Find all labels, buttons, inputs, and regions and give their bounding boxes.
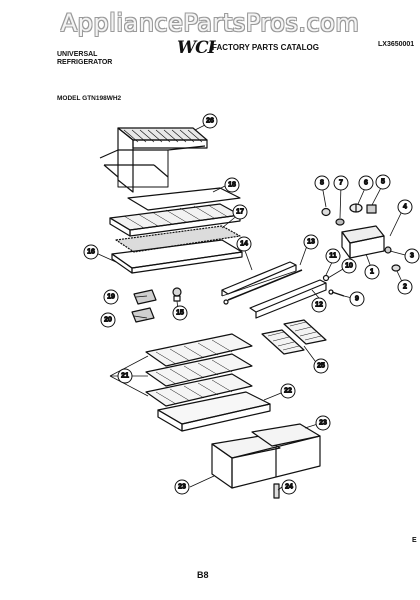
svg-text:5: 5 [381, 179, 385, 186]
part-6-dial [349, 203, 363, 213]
part-2-cap [391, 264, 401, 272]
part-19-clip [133, 289, 157, 305]
callout-25: 25 [313, 358, 329, 374]
corner-mark: E [412, 537, 417, 544]
part-25-ice-tray-lower [261, 329, 305, 355]
svg-text:23: 23 [319, 420, 327, 427]
svg-text:23: 23 [178, 484, 186, 491]
callout-5: 5 [375, 174, 391, 190]
svg-text:24: 24 [285, 484, 293, 491]
part-26-wire-shelf [99, 127, 208, 193]
svg-text:9: 9 [355, 296, 359, 303]
catalog-code: LX3650001 [378, 41, 415, 48]
callout-2: 2 [397, 279, 413, 295]
svg-text:2: 2 [403, 284, 407, 291]
callout-23-right: 23 [315, 415, 331, 431]
brand-line-2: REFRIGERATOR [57, 59, 113, 66]
part-17-crisper-cover-glass [115, 225, 241, 253]
part-1-control-housing [341, 225, 385, 259]
part-14-support-bracket [221, 261, 297, 297]
callout-8: 8 [314, 175, 330, 191]
svg-text:26: 26 [206, 118, 214, 125]
part-5-knob [366, 204, 377, 214]
callout-6: 6 [358, 175, 374, 191]
part-11-screw [322, 274, 330, 282]
callout-24: 24 [281, 479, 297, 495]
callout-14: 14 [236, 236, 252, 252]
part-8-knob [321, 207, 331, 217]
part-15-knob [172, 287, 182, 302]
part-3-bulb [384, 246, 392, 254]
callout-3: 3 [404, 248, 420, 264]
leader-lines [95, 122, 410, 491]
part-9-screw [328, 289, 345, 297]
svg-text:13: 13 [307, 239, 315, 246]
svg-text:1: 1 [370, 269, 374, 276]
model-label: MODEL GTN198WH2 [57, 95, 122, 102]
svg-text:11: 11 [329, 253, 337, 260]
callout-12: 12 [311, 297, 327, 313]
callout-7: 7 [333, 175, 349, 191]
svg-text:3: 3 [410, 253, 414, 260]
part-22-crisper-cover [157, 391, 271, 432]
svg-text:7: 7 [339, 180, 343, 187]
callout-23-left: 23 [174, 479, 190, 495]
callout-18: 18 [224, 177, 240, 193]
part-12-rail [249, 279, 327, 319]
part-20-clip [131, 307, 155, 323]
callout-15: 15 [172, 305, 188, 321]
svg-text:20: 20 [104, 317, 112, 324]
part-16-cover-frame [111, 239, 243, 274]
callout-17: 17 [232, 204, 248, 220]
svg-text:6: 6 [364, 180, 368, 187]
callout-19: 19 [103, 289, 119, 305]
callout-13: 13 [303, 234, 319, 250]
svg-text:15: 15 [176, 310, 184, 317]
svg-text:19: 19 [107, 294, 115, 301]
callout-26: 26 [202, 113, 218, 129]
wci-logo: WCI [177, 38, 216, 58]
svg-text:21: 21 [121, 373, 129, 380]
callout-16: 16 [83, 244, 99, 260]
part-7-knob [335, 218, 345, 226]
callout-20: 20 [100, 312, 116, 328]
svg-text:22: 22 [284, 388, 292, 395]
callout-1: 1 [364, 264, 380, 280]
catalog-title: FACTORY PARTS CATALOG [212, 43, 319, 52]
callout-22: 22 [280, 383, 296, 399]
svg-text:12: 12 [315, 302, 323, 309]
svg-text:25: 25 [317, 363, 325, 370]
svg-text:4: 4 [403, 204, 407, 211]
callout-4: 4 [397, 199, 413, 215]
part-21-wire-shelves [145, 333, 253, 407]
svg-text:17: 17 [236, 209, 244, 216]
part-24-pin [273, 483, 280, 499]
svg-text:8: 8 [320, 180, 324, 187]
part-25-ice-tray-upper [283, 319, 327, 345]
callout-balloons: 26 18 17 16 14 13 12 19 20 15 21 22 23 2… [83, 113, 420, 495]
callout-21: 21 [117, 368, 133, 384]
part-18-shelf-frame [109, 187, 241, 237]
part-23-crisper-drawers [211, 423, 321, 489]
part-13-rod [223, 269, 303, 305]
svg-text:14: 14 [240, 241, 248, 248]
svg-text:10: 10 [345, 263, 353, 270]
watermark: AppliancePartsPros.com [60, 9, 360, 37]
page-label: B8 [197, 570, 209, 580]
svg-text:18: 18 [228, 182, 236, 189]
svg-text:16: 16 [87, 249, 95, 256]
brand-line-1: UNIVERSAL [57, 51, 98, 58]
callout-9: 9 [349, 291, 365, 307]
callout-10: 10 [341, 258, 357, 274]
callout-11: 11 [325, 248, 341, 264]
